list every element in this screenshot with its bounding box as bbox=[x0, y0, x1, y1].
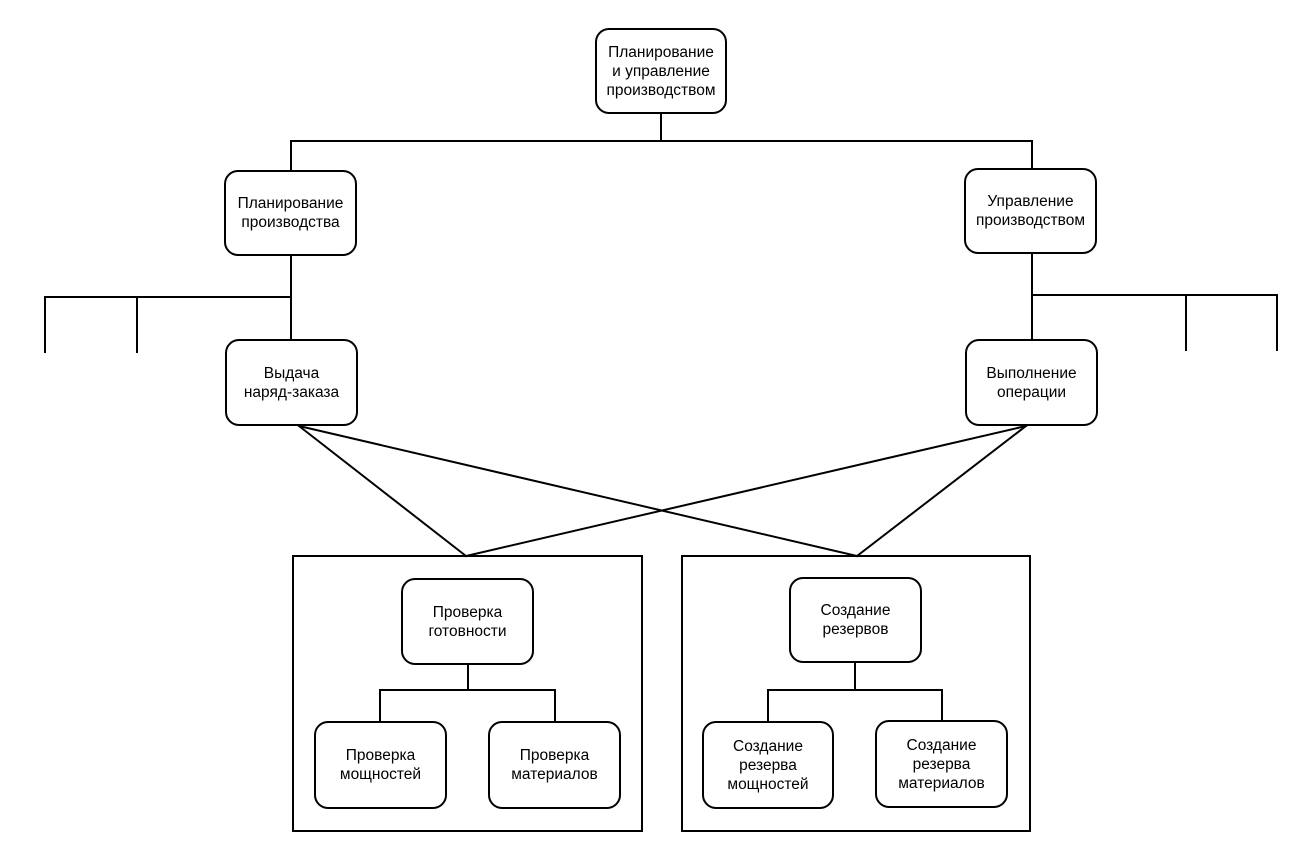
node-capacity-reserve-creation: Создание резерва мощностей bbox=[702, 721, 834, 809]
node-readiness-check: Проверка готовности bbox=[401, 578, 534, 665]
node-operation-execution: Выполнение операции bbox=[965, 339, 1098, 426]
reserve-creation-group bbox=[681, 555, 1031, 832]
readiness-check-group bbox=[292, 555, 643, 832]
connector-execution-to-reserves bbox=[855, 424, 1028, 558]
node-work-order-issue: Выдача наряд-заказа bbox=[225, 339, 358, 426]
node-capacity-check: Проверка мощностей bbox=[314, 721, 447, 809]
node-materials-reserve-creation: Создание резерва материалов bbox=[875, 720, 1008, 808]
connector-issue-to-reserves bbox=[297, 424, 859, 558]
node-production-planning-and-management: Планирование и управление производством bbox=[595, 28, 727, 114]
node-materials-check: Проверка материалов bbox=[488, 721, 621, 809]
node-production-planning: Планирование производства bbox=[224, 170, 357, 256]
connector-issue-to-readiness bbox=[297, 424, 468, 558]
node-production-management: Управление производством bbox=[964, 168, 1097, 254]
node-reserve-creation: Создание резервов bbox=[789, 577, 922, 663]
connector-execution-to-readiness bbox=[464, 424, 1028, 558]
